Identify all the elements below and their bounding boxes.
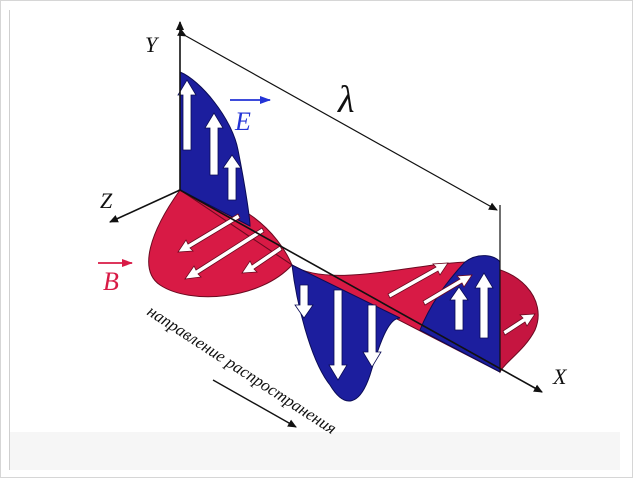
- e-vector-5: [328, 289, 348, 381]
- b-field-label: B: [103, 267, 119, 296]
- b-vector-5: [422, 274, 473, 306]
- b-field-vectors: [177, 213, 536, 336]
- e-vector-7: [449, 286, 469, 331]
- e-field-label: E: [234, 107, 251, 136]
- bottom-band: [10, 432, 620, 470]
- x-axis-line: [179, 189, 543, 393]
- wavelength-dimension: [177, 28, 498, 211]
- b-lobe-2: [148, 189, 293, 298]
- b-vector-6: [502, 313, 536, 336]
- e-vector-8: [474, 272, 494, 339]
- b-vector-1: [177, 213, 241, 253]
- x-axis-label: X: [552, 364, 568, 389]
- z-axis-line: [109, 189, 181, 223]
- e-lobe-2: [291, 264, 401, 402]
- wavelength-label: λ: [337, 79, 354, 121]
- z-axis-label: Z: [100, 188, 113, 213]
- propagation-arrow-icon: [212, 379, 297, 428]
- y-axis-label: Y: [145, 32, 160, 57]
- frame-left-edge: [9, 10, 10, 470]
- wavelength-line: [177, 28, 498, 211]
- b-vector-3: [241, 245, 283, 274]
- e-vector-6: [362, 304, 382, 368]
- b-vector-4: [387, 262, 449, 299]
- b-vector-2: [184, 227, 265, 280]
- e-vector-4: [294, 284, 314, 319]
